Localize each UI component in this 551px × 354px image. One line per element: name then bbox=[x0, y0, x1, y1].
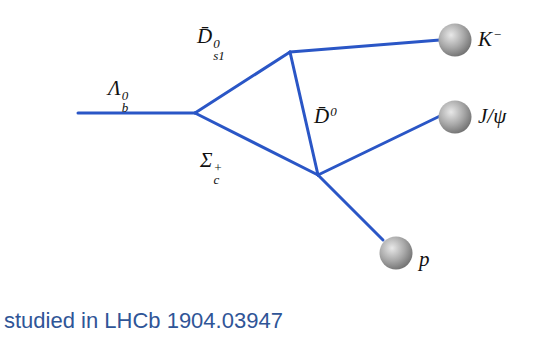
sphere-shape bbox=[438, 23, 472, 57]
sphere bbox=[439, 101, 472, 134]
sphere bbox=[439, 24, 472, 57]
jpsi-line bbox=[318, 116, 440, 175]
proton-line bbox=[318, 175, 383, 240]
particle-ball: K− bbox=[438, 23, 502, 57]
index-stack: c+ bbox=[213, 162, 222, 187]
symbol-base: J/ψ bbox=[478, 104, 506, 128]
particle-ball: J/ψ bbox=[438, 100, 506, 134]
d0-line bbox=[290, 52, 318, 175]
symbol-base: p bbox=[419, 247, 430, 271]
symbol-base: D̄ bbox=[197, 24, 212, 48]
particle-name: J/ψ bbox=[478, 104, 506, 129]
superscript: 0 bbox=[330, 104, 337, 119]
propagator-label: Λb0 bbox=[108, 76, 128, 114]
particle-name: K− bbox=[478, 27, 502, 52]
particle-name: p bbox=[419, 247, 430, 272]
symbol-base: Σ bbox=[200, 148, 212, 172]
ds1-line bbox=[195, 52, 290, 113]
particle-ball: p bbox=[379, 236, 430, 270]
sphere bbox=[380, 237, 413, 270]
propagator-label: D̄s10 bbox=[197, 24, 225, 62]
subscript: c bbox=[213, 174, 222, 186]
sphere-shape bbox=[438, 100, 472, 134]
symbol-base: D̄ bbox=[314, 104, 329, 128]
symbol-base: K bbox=[478, 27, 492, 51]
caption: studied in LHCb 1904.03947 bbox=[4, 308, 283, 334]
lambda-line bbox=[78, 112, 195, 115]
sphere-shape bbox=[379, 236, 413, 270]
superscript: − bbox=[493, 27, 502, 42]
index-stack: s10 bbox=[213, 38, 225, 63]
symbol-base: Λ bbox=[108, 76, 121, 100]
index-stack: b0 bbox=[122, 90, 129, 115]
superscript: 0 bbox=[122, 90, 129, 102]
kaon-line bbox=[290, 40, 440, 52]
superscript: 0 bbox=[213, 38, 225, 50]
superscript: + bbox=[213, 162, 222, 174]
subscript: s1 bbox=[213, 50, 225, 62]
subscript: b bbox=[122, 102, 129, 114]
propagator-label: D̄0 bbox=[314, 104, 337, 129]
propagator-label: Σc+ bbox=[200, 148, 222, 186]
sigma-line bbox=[195, 113, 318, 175]
